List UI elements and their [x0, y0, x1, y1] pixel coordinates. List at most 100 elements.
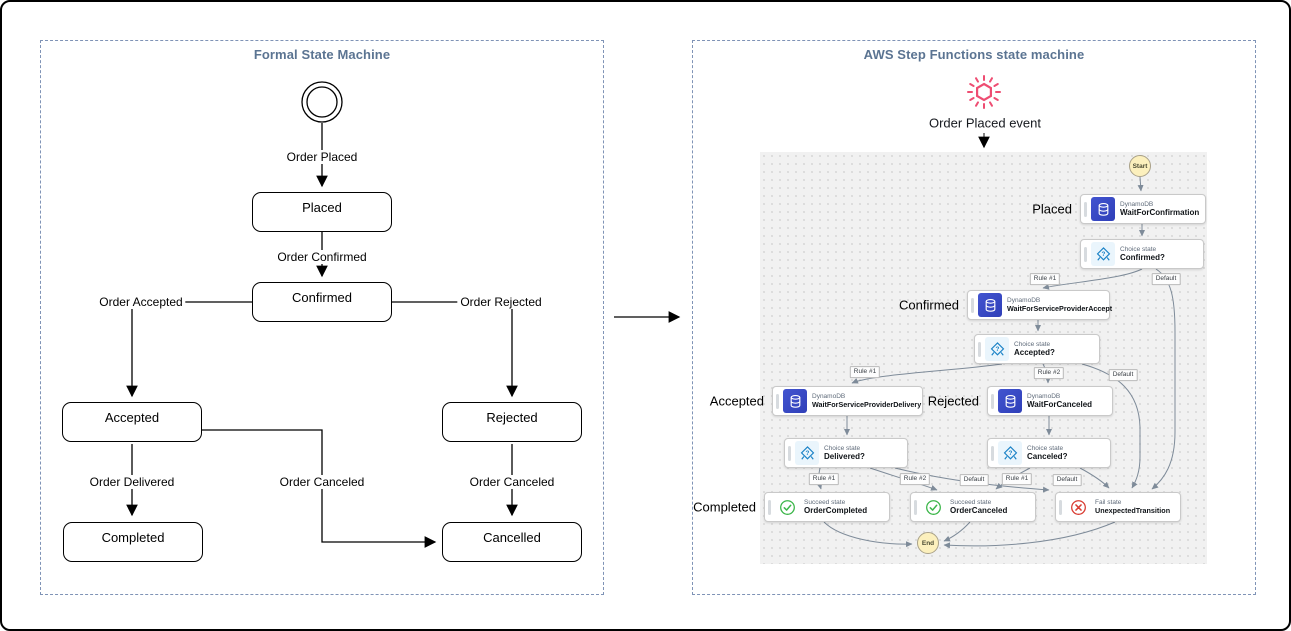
drag-handle-icon — [1084, 201, 1087, 217]
edge-label-rule1: Rule #1 — [849, 366, 881, 378]
drag-handle-icon — [971, 297, 974, 313]
node-type-label: Fail state — [1095, 499, 1122, 507]
node-type-label: Succeed state — [804, 498, 846, 506]
node-type-label: DynamoDB — [1027, 392, 1061, 400]
drag-handle-icon — [788, 445, 791, 461]
choice-icon: ? — [795, 441, 819, 465]
eventbridge-event-icon — [965, 73, 1003, 116]
drag-handle-icon — [776, 393, 779, 409]
node-type-label: Choice state — [1120, 245, 1157, 253]
step-functions-panel: AWS Step Functions state machine — [692, 40, 1256, 595]
node-type-label: Choice state — [1014, 340, 1051, 348]
state-placed: Placed — [252, 192, 392, 232]
svg-text:?: ? — [1008, 449, 1012, 456]
state-label: Placed — [302, 200, 342, 215]
dynamodb-icon — [1091, 197, 1115, 221]
state-confirmed: Confirmed — [252, 282, 392, 322]
edge-label-rule1: Rule #1 — [808, 473, 840, 485]
edge-label-default: Default — [1108, 369, 1138, 381]
side-label-rejected: Rejected — [927, 393, 979, 409]
succeed-icon — [921, 495, 945, 519]
transition-label-order-confirmed: Order Confirmed — [274, 250, 370, 264]
transition-label-order-placed: Order Placed — [283, 150, 361, 164]
node-type-label: DynamoDB — [1120, 200, 1154, 208]
node-name: WaitForServiceProviderDelivery — [812, 399, 922, 409]
drag-handle-icon — [1084, 246, 1087, 262]
state-label: Confirmed — [292, 290, 352, 305]
edge-label-rule2: Rule #2 — [899, 473, 931, 485]
node-name: Accepted? — [1014, 348, 1055, 358]
side-label-placed: Placed — [1032, 201, 1072, 217]
node-name: UnexpectedTransition — [1095, 505, 1171, 515]
edge-label-rule1: Rule #1 — [1001, 473, 1033, 485]
start-node: Start — [1129, 155, 1151, 177]
node-name: WaitForServiceProviderAccept — [1007, 303, 1113, 313]
transition-label-order-delivered: Order Delivered — [86, 475, 178, 489]
transition-label-order-canceled-mid: Order Canceled — [276, 475, 368, 489]
node-type-label: Choice state — [824, 444, 861, 452]
side-label-accepted: Accepted — [709, 393, 764, 409]
edge-label-rule1: Rule #1 — [1029, 273, 1061, 285]
dynamodb-icon — [998, 389, 1022, 413]
choice-icon: ? — [1091, 242, 1115, 266]
drag-handle-icon — [978, 341, 981, 357]
transition-label-order-rejected: Order Rejected — [457, 295, 545, 309]
drag-handle-icon — [914, 499, 917, 515]
transition-label-order-accepted: Order Accepted — [96, 295, 186, 309]
edge-label-rule2: Rule #2 — [1033, 367, 1065, 379]
node-type-label: Choice state — [1027, 444, 1064, 452]
drag-handle-icon — [991, 393, 994, 409]
node-name: WaitForCanceled — [1027, 400, 1093, 410]
node-name: OrderCompleted — [804, 506, 868, 516]
left-panel-title: Formal State Machine — [253, 47, 391, 62]
side-label-confirmed: Confirmed — [899, 297, 959, 313]
start-label: Start — [1132, 162, 1148, 170]
state-completed: Completed — [63, 522, 203, 562]
choice-icon: ? — [998, 441, 1022, 465]
end-label: End — [921, 539, 935, 547]
edge-label-default: Default — [1052, 474, 1082, 486]
side-label-completed: Completed — [693, 499, 756, 515]
node-name: Delivered? — [824, 452, 865, 462]
node-name: Canceled? — [1027, 452, 1068, 462]
drag-handle-icon — [1059, 499, 1062, 515]
fail-icon — [1066, 495, 1090, 519]
state-label: Cancelled — [483, 530, 541, 545]
node-type-label: DynamoDB — [1007, 297, 1041, 305]
end-node: End — [917, 532, 939, 554]
dynamodb-icon — [978, 293, 1002, 317]
node-name: WaitForConfirmation — [1120, 208, 1200, 218]
node-type-label: DynamoDB — [812, 393, 846, 401]
svg-text:?: ? — [995, 345, 999, 352]
transition-label-order-canceled-right: Order Canceled — [466, 475, 558, 489]
drag-handle-icon — [768, 499, 771, 515]
state-rejected: Rejected — [442, 402, 582, 442]
state-label: Completed — [101, 530, 165, 545]
dynamodb-icon — [783, 389, 807, 413]
node-name: OrderCanceled — [950, 506, 1008, 516]
state-label: Accepted — [104, 410, 160, 425]
choice-icon: ? — [985, 337, 1009, 361]
svg-text:?: ? — [805, 449, 809, 456]
node-type-label: Succeed state — [950, 498, 992, 506]
succeed-icon — [775, 495, 799, 519]
svg-text:?: ? — [1101, 250, 1105, 257]
drag-handle-icon — [991, 445, 994, 461]
state-label: Rejected — [486, 410, 538, 425]
right-panel-title: AWS Step Functions state machine — [863, 47, 1085, 62]
node-name: Confirmed? — [1120, 253, 1165, 263]
edge-label-default: Default — [959, 474, 989, 486]
edge-label-default: Default — [1151, 273, 1181, 285]
